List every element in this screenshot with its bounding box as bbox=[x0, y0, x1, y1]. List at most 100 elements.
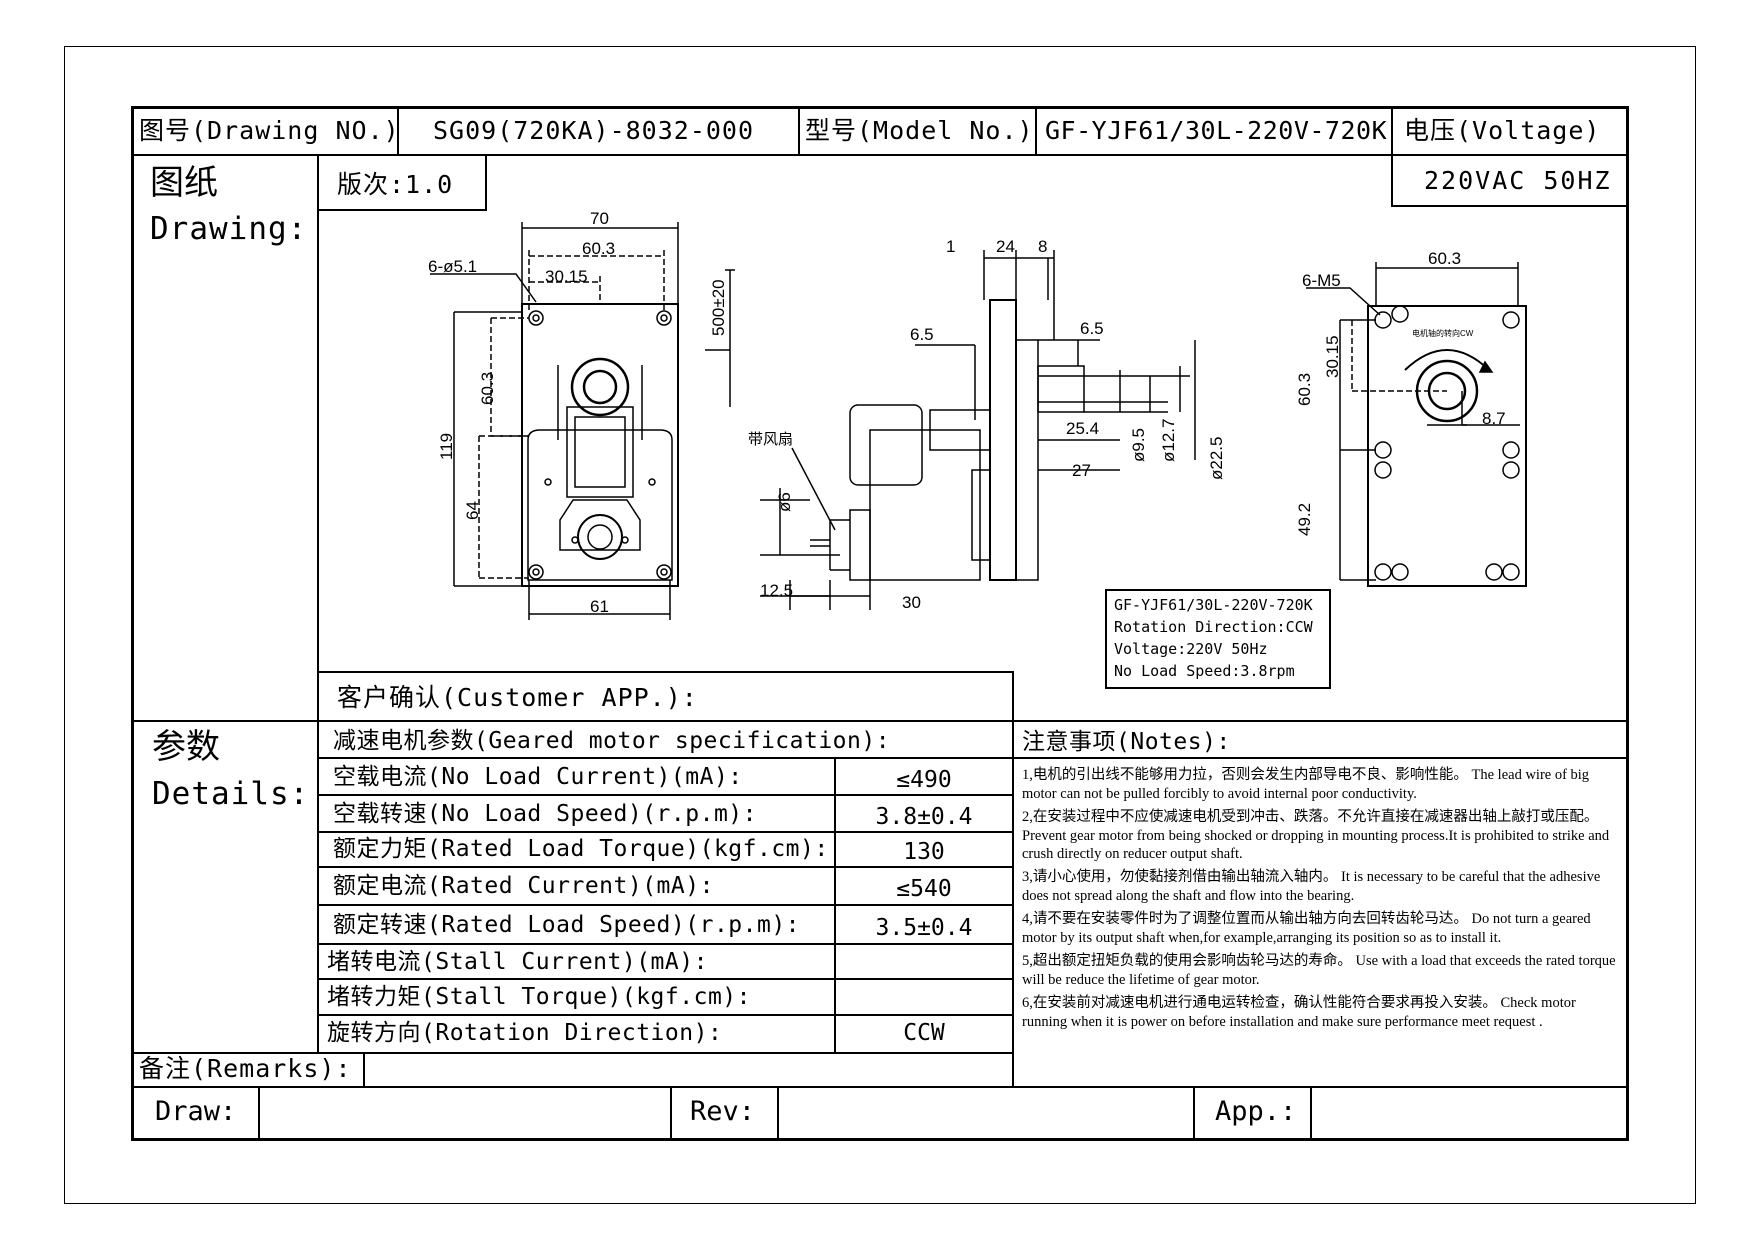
grid-line bbox=[317, 866, 1013, 868]
dim-front-holes: 6-ø5.1 bbox=[428, 257, 477, 276]
grid-line bbox=[317, 831, 1013, 833]
title-block-frame bbox=[131, 106, 1629, 1141]
spec-label-stall-current: 堵转电流(Stall Current)(mA): bbox=[327, 949, 708, 975]
dim-12-5: 12.5 bbox=[760, 581, 793, 600]
spec-value-rated-speed: 3.5±0.4 bbox=[875, 915, 973, 941]
voltage-label: 电压(Voltage) bbox=[1404, 116, 1601, 145]
dim-61: 61 bbox=[590, 597, 609, 616]
dim-60-3: 60.3 bbox=[582, 239, 615, 258]
dim-27: 27 bbox=[1072, 461, 1091, 480]
dim-8-7: 8.7 bbox=[1482, 409, 1506, 428]
dim-30: 30 bbox=[902, 593, 921, 612]
grid-line bbox=[777, 1086, 779, 1141]
grid-line bbox=[1012, 671, 1014, 1087]
grid-line bbox=[317, 794, 1013, 796]
spec-value-no-load-speed: 3.8±0.4 bbox=[875, 804, 973, 830]
rev-label: Rev: bbox=[690, 1096, 756, 1127]
spec-label-stall-torque: 堵转力矩(Stall Torque)(kgf.cm): bbox=[327, 984, 751, 1010]
grid-line bbox=[1391, 205, 1629, 207]
dim-6-5-right: 6.5 bbox=[1080, 319, 1104, 338]
nameplate-speed: No Load Speed:3.8rpm bbox=[1114, 662, 1295, 680]
nameplate-voltage: Voltage:220V 50Hz bbox=[1114, 640, 1268, 658]
dim-64: 64 bbox=[463, 501, 482, 520]
grid-line bbox=[317, 1014, 1013, 1016]
grid-line bbox=[317, 757, 1013, 759]
details-divider bbox=[131, 720, 1629, 722]
dim-1: 1 bbox=[946, 237, 955, 256]
dim-rear-60-3: 60.3 bbox=[1428, 249, 1461, 268]
fan-label: 带风扇 bbox=[748, 431, 793, 448]
spec-value-rated-torque: 130 bbox=[903, 839, 945, 865]
grid-line bbox=[1391, 106, 1393, 206]
grid-line bbox=[317, 671, 1013, 673]
spec-value-rated-current: ≤540 bbox=[896, 876, 952, 902]
drawing-label-en: Drawing: bbox=[150, 211, 308, 247]
dim-rear-60-3-vertical: 60.3 bbox=[1295, 373, 1314, 406]
details-label-en: Details: bbox=[152, 776, 310, 812]
spec-label-rated-torque: 额定力矩(Rated Load Torque)(kgf.cm): bbox=[333, 836, 829, 862]
grid-line bbox=[1035, 106, 1037, 155]
dim-70: 70 bbox=[590, 209, 609, 228]
spec-value-rotation: CCW bbox=[903, 1020, 945, 1046]
notes-title: 注意事项(Notes): bbox=[1022, 729, 1231, 755]
grid-line bbox=[397, 106, 399, 155]
note-item-1: 1,电机的引出线不能够用力拉，否则会发生内部导电不良、影响性能。 The lea… bbox=[1022, 767, 1590, 802]
dim-rear-holes: 6-M5 bbox=[1302, 271, 1341, 290]
dim-30-15: 30.15 bbox=[545, 267, 588, 286]
grid-line bbox=[1310, 1086, 1312, 1141]
drawing-label-cn: 图纸 bbox=[150, 163, 218, 203]
grid-line bbox=[131, 1086, 1629, 1088]
dim-d22-5: ø22.5 bbox=[1207, 437, 1226, 480]
spec-title: 减速电机参数(Geared motor specification): bbox=[333, 728, 891, 754]
customer-app-label: 客户确认(Customer APP.): bbox=[337, 683, 698, 712]
dim-25-4: 25.4 bbox=[1066, 419, 1099, 438]
dim-119: 119 bbox=[437, 433, 456, 460]
dim-8: 8 bbox=[1038, 237, 1047, 256]
note-item-6: 6,在安装前对减速电机进行通电运转检查，确认性能符合要求再投入安装。 Check… bbox=[1022, 995, 1576, 1030]
dim-49-2: 49.2 bbox=[1295, 503, 1314, 536]
grid-line bbox=[1012, 757, 1629, 759]
spec-label-rotation: 旋转方向(Rotation Direction): bbox=[327, 1020, 723, 1046]
revision: 版次:1.0 bbox=[337, 170, 454, 199]
dim-d6: ø6 bbox=[775, 492, 794, 512]
draw-label: Draw: bbox=[155, 1096, 237, 1127]
grid-line bbox=[798, 106, 800, 155]
spec-label-rated-current: 额定电流(Rated Current)(mA): bbox=[333, 873, 714, 899]
grid-line bbox=[317, 943, 1013, 945]
spec-value-no-load-current: ≤490 bbox=[896, 767, 952, 793]
grid-line bbox=[363, 1052, 365, 1087]
remarks-label: 备注(Remarks): bbox=[139, 1054, 352, 1083]
grid-line bbox=[317, 154, 319, 721]
model-no-label: 型号(Model No.) bbox=[805, 116, 1034, 145]
grid-line bbox=[670, 1086, 672, 1141]
revision-box bbox=[317, 154, 487, 211]
spec-label-no-load-current: 空载电流(No Load Current)(mA): bbox=[333, 764, 743, 790]
voltage-value: 220VAC 50HZ bbox=[1424, 166, 1612, 195]
dim-60-3-vertical: 60.3 bbox=[478, 372, 497, 405]
grid-line bbox=[317, 978, 1013, 980]
grid-line bbox=[317, 720, 319, 1053]
outer-frame bbox=[64, 46, 1696, 1204]
dim-6-5-left: 6.5 bbox=[910, 325, 934, 344]
grid-line bbox=[258, 1086, 260, 1141]
model-no-value: GF-YJF61/30L-220V-720K bbox=[1045, 116, 1388, 145]
grid-line bbox=[1193, 1086, 1195, 1141]
nameplate-rotation: Rotation Direction:CCW bbox=[1114, 618, 1314, 636]
details-label-cn: 参数 bbox=[152, 727, 220, 767]
app-label: App.: bbox=[1215, 1096, 1297, 1127]
rear-rotation-note: 电机轴的转向CW bbox=[1412, 328, 1474, 338]
grid-line bbox=[131, 1052, 1013, 1054]
note-item-2: 2,在安装过程中不应使减速电机受到冲击、跌落。不允许直接在减速器出轴上敲打或压配… bbox=[1022, 809, 1610, 862]
dim-24: 24 bbox=[996, 237, 1015, 256]
dim-500: 500±20 bbox=[709, 279, 728, 336]
drawing-no-value: SG09(720KA)-8032-000 bbox=[433, 116, 755, 145]
spec-label-no-load-speed: 空载转速(No Load Speed)(r.p.m): bbox=[333, 801, 757, 827]
note-item-3: 3,请小心使用，勿使黏接剂借由输出轴流入轴内。 It is necessary … bbox=[1022, 869, 1601, 904]
spec-label-rated-speed: 额定转速(Rated Load Speed)(r.p.m): bbox=[333, 912, 801, 938]
header-divider bbox=[131, 154, 1629, 156]
note-item-4: 4,请不要在安装零件时为了调整位置而从输出轴方向去回转齿轮马达。 Do not … bbox=[1022, 911, 1591, 946]
dim-rear-30-15: 30.15 bbox=[1323, 335, 1342, 378]
note-item-5: 5,超出额定扭矩负载的使用会影响齿轮马达的寿命。 Use with a load… bbox=[1022, 953, 1616, 988]
dim-d9-5: ø9.5 bbox=[1129, 428, 1148, 462]
